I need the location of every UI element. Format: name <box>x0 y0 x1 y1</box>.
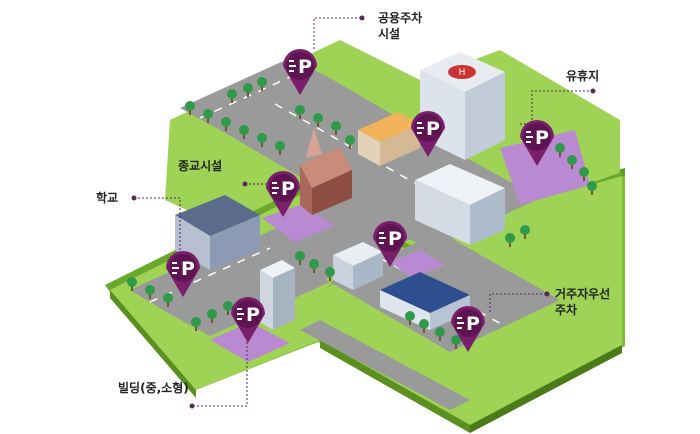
label-school: 학교 <box>96 191 119 205</box>
pin-public-parking: P <box>283 49 317 95</box>
pin-building: P <box>231 297 265 343</box>
tree-icon <box>191 317 201 331</box>
tree-icon <box>587 181 597 195</box>
tall-building <box>260 260 295 330</box>
tree-icon <box>223 301 233 315</box>
tree-icon <box>520 225 530 239</box>
tree-icon <box>227 89 237 103</box>
tree-icon <box>295 251 305 265</box>
tree-icon <box>505 233 515 247</box>
tree-icon <box>257 133 267 147</box>
parking-glyph: P <box>281 178 295 200</box>
tree-icon <box>555 143 565 157</box>
svg-text:H: H <box>459 68 466 78</box>
leader-dots <box>131 15 596 409</box>
parking-pins: P P P P P P P P <box>166 49 554 352</box>
tree-icon <box>331 121 341 135</box>
tree-icon <box>185 101 195 115</box>
label-building: 빌딩(중,소형) <box>118 381 189 395</box>
pin-center: P <box>373 221 407 267</box>
parking-glyph: P <box>246 304 260 326</box>
tree-icon <box>239 125 249 139</box>
church-building <box>300 128 352 215</box>
cafe-building <box>358 112 420 166</box>
label-vacant-lot: 유휴지 <box>566 69 600 83</box>
tree-icon <box>579 167 589 181</box>
houses <box>380 272 470 330</box>
tree-icon <box>295 105 305 119</box>
tree-icon <box>257 77 267 91</box>
tree-icon <box>451 335 461 349</box>
tree-icon <box>419 319 429 333</box>
parking-glyph: P <box>466 313 480 335</box>
parking-glyph: P <box>535 127 549 149</box>
parking-areas <box>210 130 590 362</box>
tree-icon <box>221 117 231 131</box>
tree-icon <box>127 277 137 291</box>
tree-icon <box>163 293 173 307</box>
tree-icon <box>345 135 355 149</box>
parking-glyph: P <box>298 56 312 78</box>
pin-resident: P <box>451 306 485 352</box>
center-building <box>333 242 383 290</box>
tree-icon <box>567 155 577 169</box>
parking-glyph: P <box>388 228 402 250</box>
tree-icon <box>435 327 445 341</box>
tree-icon <box>243 83 253 97</box>
tree-icon <box>309 259 319 273</box>
label-religious: 종교시설 <box>178 159 223 173</box>
pin-lodging: P <box>411 111 445 157</box>
label-public-parking: 공용주차 시설 <box>378 11 423 41</box>
tree-icon <box>405 311 415 325</box>
tree-icon <box>325 267 335 281</box>
pin-religious: P <box>266 171 300 217</box>
pin-school: P <box>166 251 200 297</box>
tree-icon <box>313 113 323 127</box>
trees <box>127 77 597 349</box>
tree-icon <box>207 309 217 323</box>
tree-icon <box>203 109 213 123</box>
office-building <box>415 164 505 245</box>
parking-glyph: P <box>181 258 195 280</box>
pin-vacant-lot: P <box>520 119 554 166</box>
label-resident-parking: 거주자우선 주차 <box>555 287 611 317</box>
parking-glyph: P <box>426 118 440 140</box>
tree-icon <box>275 141 285 155</box>
school-building <box>175 195 260 270</box>
tree-icon <box>145 285 155 299</box>
